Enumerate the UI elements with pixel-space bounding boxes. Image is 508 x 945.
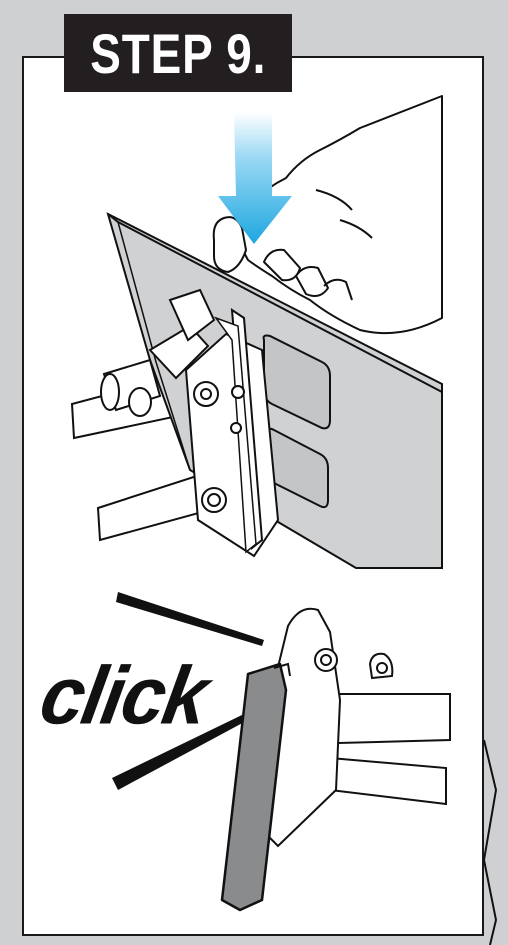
hinge-bracket: [186, 334, 278, 556]
roller: [101, 360, 160, 416]
click-sound-label: click: [34, 648, 214, 744]
